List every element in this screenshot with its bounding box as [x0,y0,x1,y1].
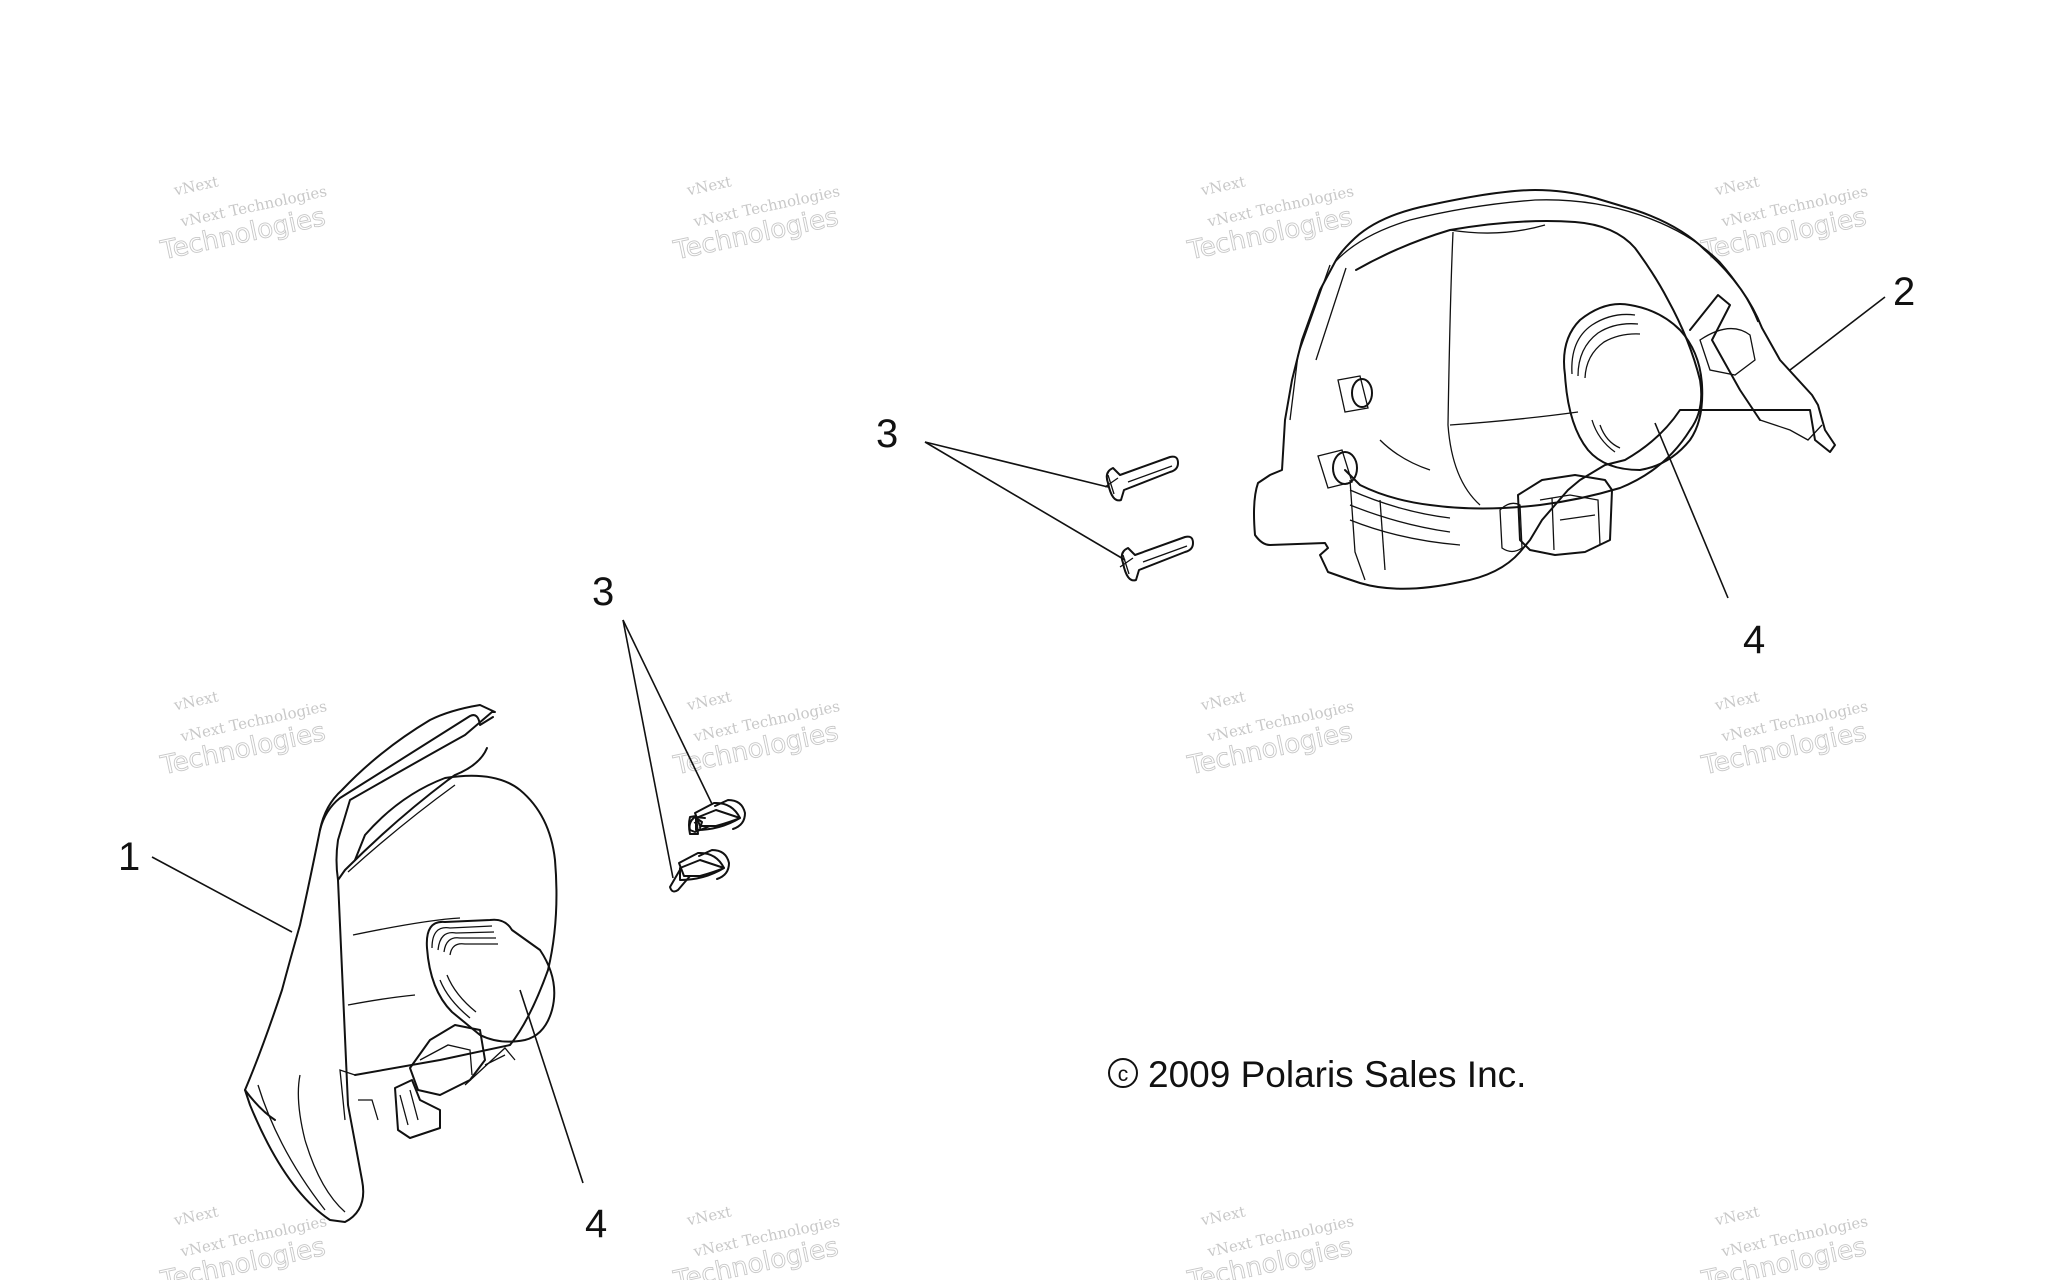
callout-part-4-left: 4 [585,1202,607,1246]
copyright-circle-icon [1108,1058,1138,1088]
watermark-text: vNext [684,1202,733,1229]
headlight-right-assembly [1253,189,1836,590]
screw-upper-2 [1119,535,1194,582]
callout-part-4-right: 4 [1743,618,1765,662]
callout-part-1: 1 [118,835,140,879]
copyright-text: 2009 Polaris Sales Inc. [1148,1054,1526,1095]
watermark-text: vNext [1198,1202,1247,1229]
screw-lower-1 [688,799,746,835]
watermark-text: vNext [1712,1202,1761,1229]
callout-part-3-upper: 3 [876,412,898,456]
callout-part-2: 2 [1893,270,1915,314]
watermark-text: vNext [171,172,220,199]
screw-lower-2 [669,849,730,893]
watermark-text: vNext [684,687,733,714]
headlight-left-assembly [244,704,558,1223]
copyright-symbol: c [1118,1063,1129,1086]
watermark-text: vNext [171,1202,220,1229]
watermark-text: vNext [171,687,220,714]
watermark-text: vNext [1712,172,1761,199]
watermark-text: vNext [1198,687,1247,714]
watermark-text: vNext [1198,172,1247,199]
copyright-notice: c 2009 Polaris Sales Inc. [1108,1054,1526,1095]
watermark-text: vNext [684,172,733,199]
leader-lines [151,296,1886,1184]
watermark-text: vNext [1712,687,1761,714]
callout-part-3-lower: 3 [592,570,614,614]
screw-upper-1 [1104,455,1179,502]
